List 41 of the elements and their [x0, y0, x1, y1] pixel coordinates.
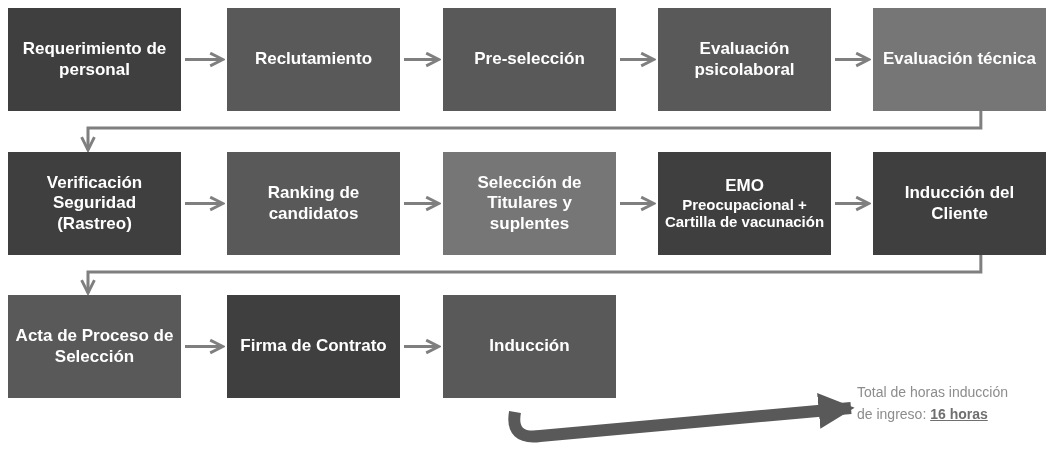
box-label: EMO — [725, 176, 764, 196]
box-label: Reclutamiento — [254, 49, 373, 70]
arrow — [620, 51, 656, 68]
box-label: Inducción — [489, 336, 570, 357]
process-box — [8, 295, 181, 398]
box-label: Evaluación técnica — [882, 49, 1037, 70]
process-box — [873, 8, 1046, 111]
process-box — [658, 8, 831, 111]
box-label: Pre-selección — [474, 49, 585, 70]
process-box — [443, 295, 616, 398]
process-box — [443, 8, 616, 111]
arrow — [404, 195, 441, 212]
process-box — [658, 152, 831, 255]
arrow — [508, 393, 855, 443]
arrow — [185, 195, 225, 212]
box-label: Acta de Proceso de Selección — [14, 326, 175, 367]
process-box — [873, 152, 1046, 255]
box-label: Inducción del Cliente — [903, 183, 1016, 224]
process-box — [8, 8, 181, 111]
process-box — [227, 295, 400, 398]
box-label: Requerimiento de personal — [21, 39, 168, 80]
box-label: Verificación Seguridad (Rastreo) — [45, 172, 144, 235]
process-box — [227, 8, 400, 111]
arrow — [835, 51, 871, 68]
arrow — [80, 255, 983, 295]
box-label: Evaluación psicolaboral — [693, 39, 796, 80]
arrow — [185, 338, 225, 355]
arrow — [80, 111, 983, 152]
box-label: Firma de Contrato — [240, 336, 387, 357]
process-box — [443, 152, 616, 255]
arrow — [835, 195, 871, 212]
box-label: Preocupacional + Cartilla de vacunación — [664, 196, 825, 231]
arrow — [185, 51, 225, 68]
box-label: Selección de Titulares y suplentes — [476, 172, 583, 235]
note-text: Total de horas inducción de ingreso: 16 horas — [857, 368, 1037, 440]
box-label: Ranking de candidatos — [266, 183, 361, 224]
arrow — [620, 195, 656, 212]
arrow — [404, 51, 441, 68]
process-box — [8, 152, 181, 255]
arrow — [404, 338, 441, 355]
process-box — [227, 152, 400, 255]
